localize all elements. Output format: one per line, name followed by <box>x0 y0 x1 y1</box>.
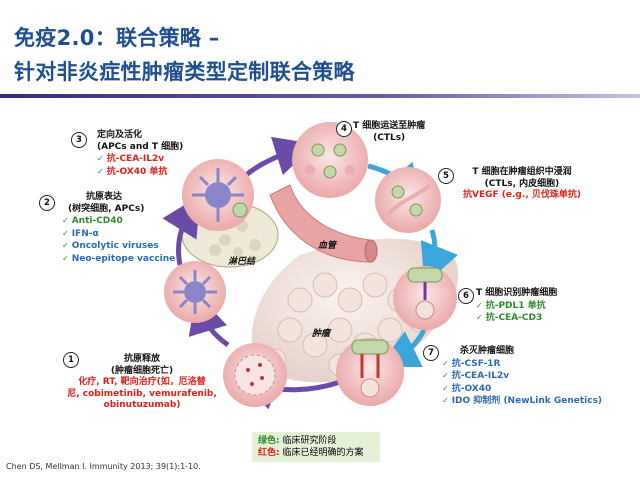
step-5-number: 5 <box>438 168 454 184</box>
legend-red-row: 红色: 临床已经明确的方案 <box>258 448 364 458</box>
step-2-subheading: (树突细胞, APCs) <box>68 203 145 214</box>
step-3-number: 3 <box>71 132 87 148</box>
step-7-agent: ✓抗-CEA-IL2v <box>442 371 510 381</box>
step-4-number: 4 <box>336 121 352 137</box>
blood-vessel <box>269 184 378 263</box>
step-2-number: 2 <box>39 195 55 211</box>
step-5-subheading: (CTLs, 内皮细胞) <box>484 178 560 189</box>
step-6-agent: ✓抗-CEA-CD3 <box>476 313 543 323</box>
step-7-heading: 杀灭肿瘤细胞 <box>460 346 515 356</box>
step-2-heading: 抗原表达 <box>86 192 123 202</box>
step-5-illustration <box>375 167 441 233</box>
step-7-agent: ✓抗-CSF-1R <box>442 358 501 369</box>
legend-green-row: 绿色: 临床研究阶段 <box>258 436 337 446</box>
step-6-illustration <box>393 266 457 330</box>
step-6-number: 6 <box>458 288 474 304</box>
lymph-node-label: 淋巴结 <box>228 257 256 267</box>
step-7-illustration <box>336 338 404 406</box>
step-3-subheading: (APCs and T 细胞) <box>97 141 184 152</box>
step-2-text: 抗原表达 (树突细胞, APCs) ✓Anti-CD40 ✓IFN-α ✓Onc… <box>62 192 175 265</box>
step-6-text: T 细胞识别肿瘤细胞 ✓抗-PDL1 单抗 ✓抗-CEA-CD3 <box>476 288 557 325</box>
step-7-agent: ✓抗-OX40 <box>442 383 492 394</box>
title-divider <box>0 94 640 98</box>
step-7-text: 杀灭肿瘤细胞 ✓抗-CSF-1R ✓抗-CEA-IL2v ✓抗-OX40 ✓ID… <box>442 346 602 408</box>
step-3-heading: 定向及活化 <box>97 130 143 140</box>
step-2-agent: ✓Oncolytic viruses <box>62 241 159 251</box>
step-2-agent: ✓IFN-α <box>62 228 99 239</box>
step-3-agent: ✓抗-CEA-IL2v <box>97 154 165 164</box>
step-1-agents: obinutuzumab) <box>103 400 181 410</box>
tumor-label: 肿瘤 <box>312 329 331 339</box>
step-2-agent: ✓Anti-CD40 <box>62 216 123 226</box>
step-1-subheading: (肿瘤细胞死亡) <box>110 365 174 376</box>
step-2-agent: ✓Neo-epitope vaccine <box>62 253 176 264</box>
color-legend: 绿色: 临床研究阶段 红色: 临床已经明确的方案 <box>252 432 380 462</box>
step-1-agents: 尼, cobimetinib, vemurafenib, <box>67 388 217 399</box>
step-6-heading: T 细胞识别肿瘤细胞 <box>476 288 558 298</box>
step-5-text: T 细胞在肿瘤组织中浸润 (CTLs, 内皮细胞) 抗VEGF (e.g., 贝… <box>463 167 581 202</box>
step-4-text: T 细胞运送至肿瘤 (CTLs) <box>353 121 425 144</box>
citation: Chen DS, Mellman I. Immunity 2013; 39(1)… <box>6 462 201 471</box>
step-1-illustration <box>223 343 287 407</box>
step-6-agent: ✓抗-PDL1 单抗 <box>476 300 546 311</box>
step-5-agent: 抗VEGF (e.g., 贝伐珠单抗) <box>463 190 581 200</box>
step-1-agents: 化疗, RT, 靶向治疗(如，厄洛替 <box>78 377 206 387</box>
step-3-illustration <box>182 159 254 231</box>
slide-title-line2: 针对非炎症性肿瘤类型定制联合策略 <box>14 60 355 84</box>
slide-title-line1: 免疫2.0：联合策略 – <box>14 26 220 50</box>
step-4-heading: T 细胞运送至肿瘤 <box>353 121 426 131</box>
step-1-heading: 抗原释放 <box>123 354 160 364</box>
step-3-agent: ✓抗-OX40 单抗 <box>97 166 168 177</box>
step-1-number: 1 <box>63 352 79 368</box>
step-3-text: 定向及活化 (APCs and T 细胞) ✓抗-CEA-IL2v ✓抗-OX4… <box>97 130 183 178</box>
step-1-text: 抗原释放 (肿瘤细胞死亡) 化疗, RT, 靶向治疗(如，厄洛替 尼, cobi… <box>62 354 222 412</box>
step-5-heading: T 细胞在肿瘤组织中浸润 <box>472 167 572 177</box>
step-4-subheading: (CTLs) <box>373 132 406 143</box>
step-7-number: 7 <box>423 345 439 361</box>
step-2-illustration <box>164 261 226 323</box>
step-7-agent: ✓IDO 抑制剂 (NewLink Genetics) <box>442 396 603 406</box>
step-4-illustration <box>292 122 368 198</box>
blood-vessel-label: 血管 <box>318 241 337 251</box>
